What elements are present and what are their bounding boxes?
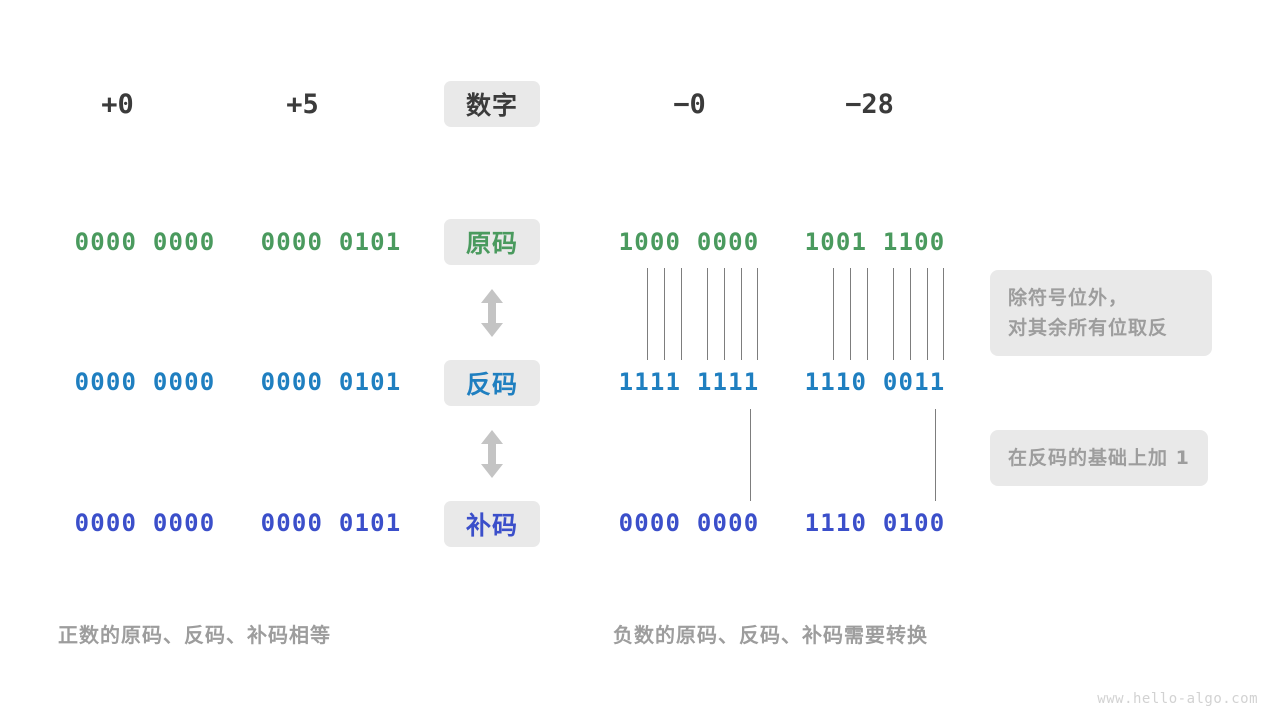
row-chip-sign-magnitude: 原码 xyxy=(444,219,540,265)
row-chip-ones-complement: 反码 xyxy=(444,360,540,406)
caption-negative-numbers: 负数的原码、反码、补码需要转换 xyxy=(613,623,928,647)
header-chip-number-label: 数字 xyxy=(444,81,540,127)
ones-complement-value-plus-zero: 0000 0000 xyxy=(74,368,216,396)
watermark: www.hello-algo.com xyxy=(1097,691,1258,707)
note-add-one-line-1: 在反码的基础上加 1 xyxy=(1008,447,1190,469)
sign-magnitude-value-plus-zero: 0000 0000 xyxy=(74,228,216,256)
row-chip-twos-complement-label: 补码 xyxy=(444,501,540,547)
twos-complement-value-minus-twentyeight: 1110 0100 xyxy=(804,509,946,537)
ones-complement-value-minus-twentyeight: 1110 0011 xyxy=(804,368,946,396)
caption-positive-numbers: 正数的原码、反码、补码相等 xyxy=(58,623,331,647)
header-label-plus-zero: +0 xyxy=(101,88,134,120)
connector-minus-twentyeight-add-one xyxy=(935,409,936,501)
row-chip-twos-complement: 补码 xyxy=(444,501,540,547)
row-chip-ones-complement-label: 反码 xyxy=(444,360,540,406)
arrow-ones-complement-to-twos-complement xyxy=(479,430,505,478)
connector-bundle-minus-zero-invert xyxy=(647,268,758,360)
note-invert-line-1: 除符号位外， xyxy=(1008,287,1129,309)
sign-magnitude-value-minus-zero: 1000 0000 xyxy=(618,228,760,256)
note-invert-line-2: 对其余所有位取反 xyxy=(1008,317,1169,339)
header-label-minus-zero: −0 xyxy=(673,88,706,120)
sign-magnitude-value-plus-five: 0000 0101 xyxy=(260,228,402,256)
twos-complement-value-minus-zero: 0000 0000 xyxy=(618,509,760,537)
arrow-sign-magnitude-to-ones-complement xyxy=(479,289,505,337)
ones-complement-value-minus-zero: 1111 1111 xyxy=(618,368,760,396)
twos-complement-value-plus-zero: 0000 0000 xyxy=(74,509,216,537)
header-label-minus-twentyeight: −28 xyxy=(845,88,894,120)
row-chip-sign-magnitude-label: 原码 xyxy=(444,219,540,265)
note-invert-non-sign-bits: 除符号位外， 对其余所有位取反 xyxy=(990,270,1212,356)
connector-bundle-minus-twentyeight-invert xyxy=(833,268,944,360)
header-chip-number: 数字 xyxy=(444,81,540,127)
connector-minus-zero-add-one xyxy=(750,409,751,501)
ones-complement-value-plus-five: 0000 0101 xyxy=(260,368,402,396)
twos-complement-value-plus-five: 0000 0101 xyxy=(260,509,402,537)
note-add-one-to-ones-complement: 在反码的基础上加 1 xyxy=(990,430,1208,486)
header-label-plus-five: +5 xyxy=(286,88,319,120)
sign-magnitude-value-minus-twentyeight: 1001 1100 xyxy=(804,228,946,256)
